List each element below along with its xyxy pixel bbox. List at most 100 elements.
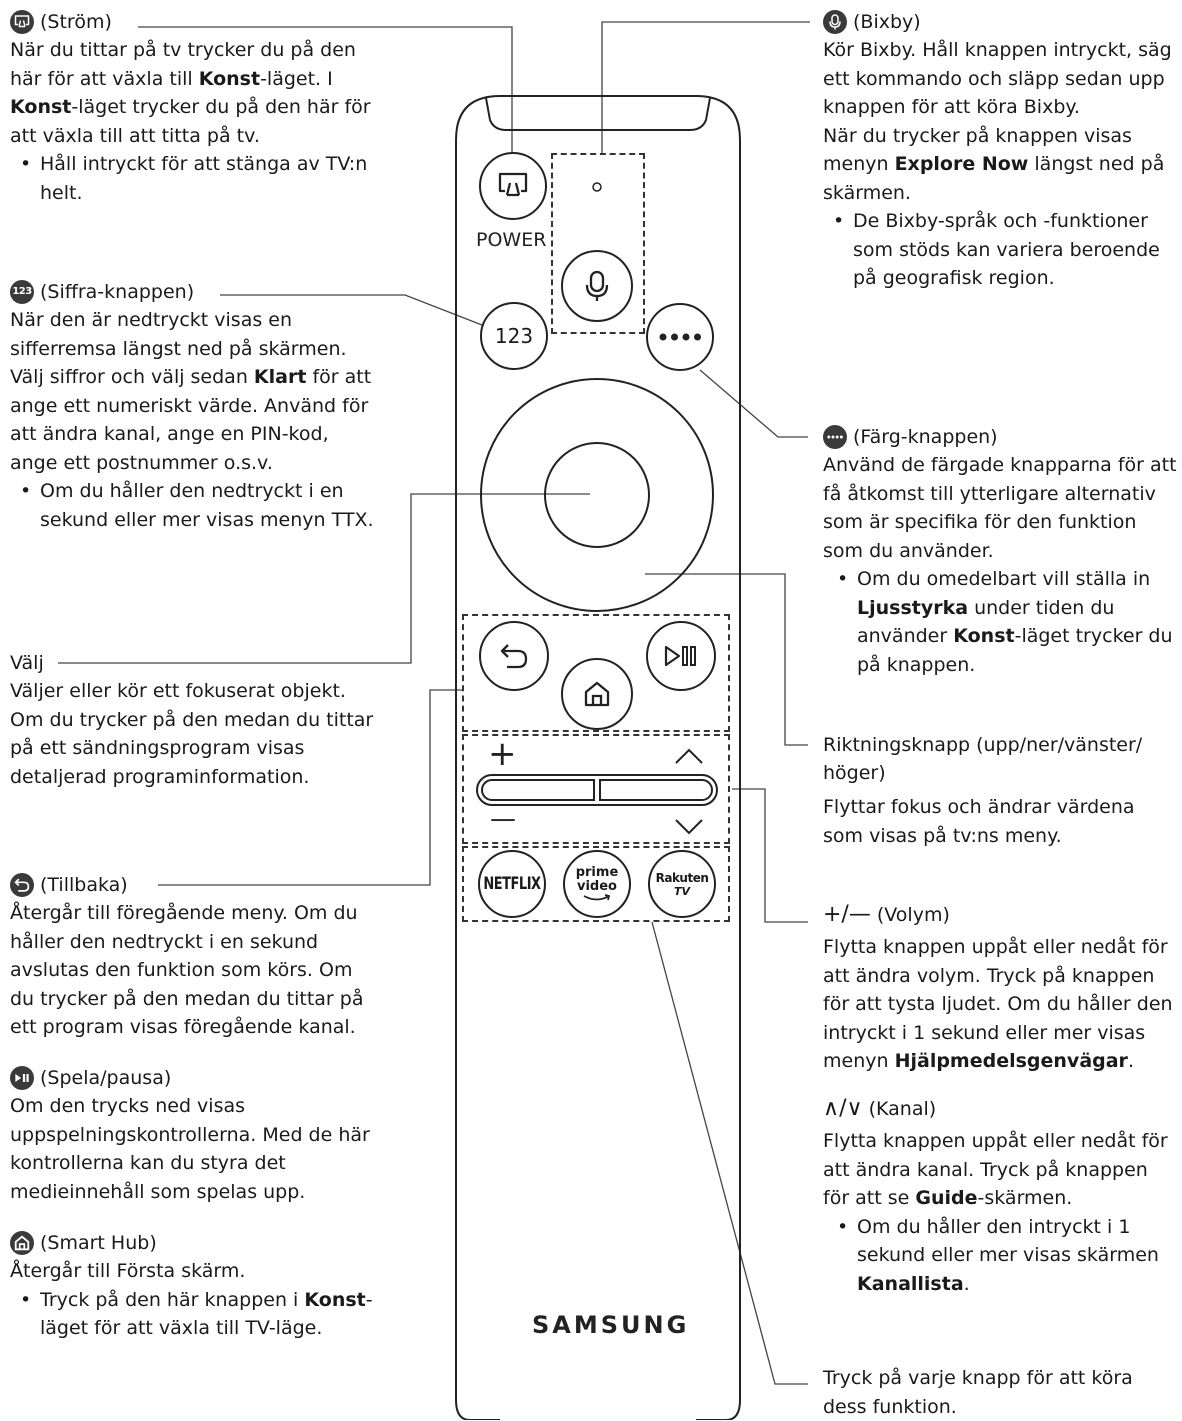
play-pause-button[interactable] — [646, 621, 716, 691]
back-button[interactable] — [479, 621, 549, 691]
volym-title: (Volym) — [876, 904, 950, 926]
riktning-title-1: Riktningsknapp (upp/ner/vänster/ — [823, 734, 1143, 756]
riktning-section: Riktningsknapp (upp/ner/vänster/ höger) … — [823, 731, 1179, 850]
rakuten-label-line1: Rakuten — [655, 870, 709, 885]
leader-bixby — [601, 21, 810, 155]
siffra-title-row: 123 (Siffra-knappen) — [10, 278, 378, 306]
volume-rocker-inner-left — [481, 779, 595, 801]
chevron-up-icon — [675, 748, 703, 764]
select-button — [544, 442, 650, 548]
number-badge-icon: 123 — [10, 280, 34, 304]
kanal-title-row: ∧/∨ (Kanal) — [823, 1095, 1179, 1123]
bixby-title: (Bixby) — [853, 11, 921, 33]
spela-title-row: (Spela/pausa) — [10, 1064, 378, 1092]
apps-group-outline — [462, 846, 730, 922]
siffra-title: (Siffra-knappen) — [40, 281, 195, 303]
volume-channel-group-outline — [462, 734, 730, 844]
leader-app — [651, 921, 808, 1385]
strom-bullet: Håll intryckt för att stänga av TV:n hel… — [20, 150, 378, 207]
smarthub-bullet: Tryck på den här knappen i Konst-läget f… — [20, 1286, 378, 1343]
volume-symbols: +/— — [823, 902, 871, 927]
back-icon — [10, 873, 34, 897]
home-icon — [10, 1231, 34, 1255]
play-pause-icon — [10, 1066, 34, 1090]
smarthub-description: Återgår till Första skärm. — [10, 1260, 246, 1282]
bixby-mic-button[interactable] — [561, 250, 633, 322]
valj-description: Väljer eller kör ett fokuserat objekt. O… — [10, 680, 374, 788]
netflix-button[interactable]: NETFLIX — [478, 850, 546, 918]
color-dots-icon — [823, 425, 847, 449]
volume-minus-label: — — [490, 804, 516, 834]
leader-strom — [138, 26, 513, 170]
spela-title: (Spela/pausa) — [40, 1067, 172, 1089]
leader-tillbaka — [158, 689, 464, 886]
number-button[interactable]: 123 — [480, 302, 548, 370]
volym-description: Flytta knappen uppåt eller nedåt för att… — [823, 936, 1173, 1072]
app-section: Tryck på varje knapp för att köra dess f… — [823, 1364, 1179, 1421]
volume-rocker-inner-right — [599, 779, 713, 801]
valj-title: Välj — [10, 652, 44, 674]
rakuten-tv-button[interactable]: Rakuten TV — [648, 850, 716, 918]
siffra-bullet: Om du håller den nedtryckt i en sekund e… — [20, 477, 378, 534]
mic-hole — [592, 182, 602, 192]
strom-description: När du tittar på tv trycker du på den hä… — [10, 39, 371, 147]
prime-label-line1: prime — [575, 865, 619, 880]
tillbaka-title-row: (Tillbaka) — [10, 871, 378, 899]
nav-group-outline — [462, 614, 730, 732]
tillbaka-description: Återgår till föregående meny. Om du håll… — [10, 902, 364, 1038]
leader-farg — [699, 369, 808, 438]
volym-title-row: +/— (Volym) — [823, 901, 1179, 929]
bixby-description-2: När du trycker på knappen visas menyn Ex… — [823, 124, 1165, 204]
farg-title: (Färg-knappen) — [853, 426, 998, 448]
leader-riktning — [645, 573, 808, 746]
kanal-section: ∧/∨ (Kanal) Flytta knappen uppåt eller n… — [823, 1095, 1179, 1298]
kanal-title: (Kanal) — [868, 1098, 937, 1120]
siffra-section: 123 (Siffra-knappen) När den är nedtryck… — [10, 278, 378, 534]
kanal-description: Flytta knappen uppåt eller nedåt för att… — [823, 1130, 1168, 1209]
volume-rocker[interactable] — [476, 774, 718, 806]
strom-title: (Ström) — [40, 11, 112, 33]
spela-description: Om den trycks ned visas uppspelningskont… — [10, 1095, 370, 1203]
direction-ring — [480, 378, 714, 612]
mic-icon — [585, 270, 609, 301]
strom-title-row: (Ström) — [10, 8, 378, 36]
farg-title-row: (Färg-knappen) — [823, 423, 1179, 451]
smarthub-section: (Smart Hub) Återgår till Första skärm. T… — [10, 1229, 378, 1343]
prime-label-line2: video — [577, 879, 617, 894]
bixby-bullet: De Bixby-språk och -funktioner som stöds… — [833, 207, 1179, 293]
channel-symbols: ∧/∨ — [823, 1096, 863, 1121]
netflix-label: NETFLIX — [483, 874, 541, 894]
power-icon — [498, 172, 528, 197]
play-pause-icon — [664, 645, 696, 667]
power-button[interactable] — [479, 152, 547, 220]
smart-hub-button[interactable] — [561, 658, 633, 730]
kanal-bullet: Om du håller den intryckt i 1 sekund ell… — [837, 1213, 1179, 1299]
chevron-down-icon — [675, 819, 703, 835]
bixby-description: Kör Bixby. Håll knappen intryckt, säg et… — [823, 39, 1172, 118]
color-dots-icon — [659, 333, 701, 341]
prime-video-button[interactable]: prime video — [563, 850, 631, 918]
bixby-group-outline — [551, 153, 645, 334]
number-label: 123 — [494, 324, 534, 348]
color-button[interactable] — [646, 303, 714, 371]
prime-smile-icon — [583, 894, 611, 901]
tillbaka-section: (Tillbaka) Återgår till föregående meny.… — [10, 871, 378, 1042]
app-description: Tryck på varje knapp för att köra dess f… — [823, 1367, 1133, 1418]
tillbaka-title: (Tillbaka) — [40, 874, 128, 896]
rakuten-label-line2: TV — [673, 884, 691, 898]
strom-section: (Ström) När du tittar på tv trycker du p… — [10, 8, 378, 207]
power-icon — [10, 10, 34, 34]
home-icon — [584, 681, 610, 707]
volym-section: +/— (Volym) Flytta knappen uppåt eller n… — [823, 901, 1179, 1076]
leader-valj — [58, 493, 590, 664]
riktning-description: Flyttar fokus och ändrar värdena som vis… — [823, 796, 1135, 847]
riktning-title-2: höger) — [823, 762, 886, 784]
volume-plus-label: + — [488, 734, 517, 774]
leader-volym — [732, 788, 808, 923]
smarthub-title: (Smart Hub) — [40, 1232, 157, 1254]
farg-section: (Färg-knappen) Använd de färgade knappar… — [823, 423, 1179, 679]
siffra-description: När den är nedtryckt visas en sifferrems… — [10, 309, 372, 474]
bixby-section: (Bixby) Kör Bixby. Håll knappen intryckt… — [823, 8, 1179, 293]
valj-section: Välj Väljer eller kör ett fokuserat obje… — [10, 649, 378, 791]
